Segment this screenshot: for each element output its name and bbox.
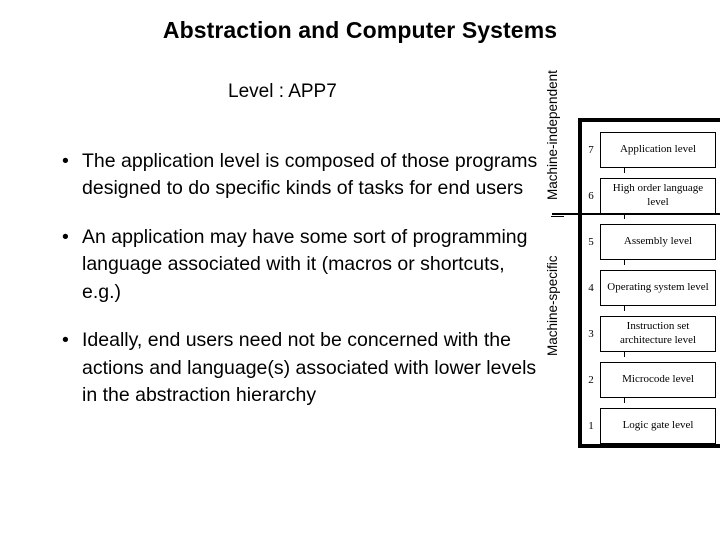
level-box-assembly: Assembly level (600, 224, 716, 260)
page-title: Abstraction and Computer Systems (162, 17, 558, 43)
level-box-application: Application level (600, 132, 716, 168)
bullet-marker-icon: • (62, 329, 69, 352)
level-row: 3 Instruction set architecture level (578, 311, 720, 357)
bullet-marker-icon: • (62, 150, 69, 172)
level-row: 4 Operating system level (578, 265, 720, 311)
list-item: • The application level is composed of t… (60, 148, 545, 203)
machine-independent-label: Machine-independent (545, 70, 560, 200)
level-number: 2 (588, 374, 594, 386)
level-number: 6 (588, 190, 594, 202)
level-box-operating-system: Operating system level (600, 270, 716, 306)
level-row: 2 Microcode level (578, 357, 720, 403)
side-label-divider (551, 216, 564, 217)
abstraction-level-diagram: Machine-independent Machine-specific 7 A… (545, 52, 720, 452)
bullet-list: • The application level is composed of t… (60, 148, 545, 410)
bullet-marker-icon: • (62, 225, 69, 248)
list-item: • Ideally, end users need not be concern… (60, 327, 545, 409)
level-subtitle: Level : APP7 (228, 81, 337, 102)
level-number: 1 (588, 420, 594, 432)
level-row: 1 Logic gate level (578, 403, 720, 449)
level-row: 5 Assembly level (578, 219, 720, 265)
level-box-high-order-language: High order language level (600, 178, 716, 214)
level-number: 5 (588, 236, 594, 248)
level-number: 7 (588, 144, 594, 156)
level-box-instruction-set-architecture: Instruction set architecture level (600, 316, 716, 352)
list-item-text: The application level is composed of tho… (82, 150, 538, 200)
level-number: 3 (588, 328, 594, 340)
level-number: 4 (588, 282, 594, 294)
machine-specific-label: Machine-specific (545, 255, 560, 357)
level-box-microcode: Microcode level (600, 362, 716, 398)
machine-boundary-divider (552, 213, 720, 215)
level-row: 7 Application level (578, 127, 720, 173)
list-item: • An application may have some sort of p… (60, 224, 545, 306)
list-item-text: Ideally, end users need not be concerned… (82, 329, 537, 407)
level-box-logic-gate: Logic gate level (600, 408, 716, 444)
list-item-text: An application may have some sort of pro… (82, 225, 528, 303)
